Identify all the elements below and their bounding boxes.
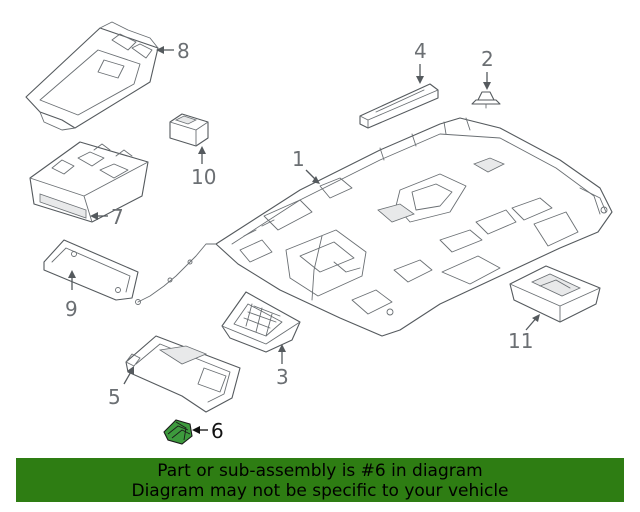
leader-10	[198, 146, 206, 164]
callout-11[interactable]: 11	[508, 329, 533, 353]
leader-5	[123, 366, 134, 385]
leader-7	[90, 212, 108, 220]
leader-4	[416, 64, 424, 84]
part-7-console-assembly[interactable]	[29, 141, 149, 223]
callout-5[interactable]: 5	[108, 385, 121, 409]
callout-4[interactable]: 4	[414, 39, 427, 63]
callout-2[interactable]: 2	[481, 47, 494, 71]
part-8-console-frame[interactable]	[25, 21, 159, 131]
callout-10[interactable]: 10	[191, 165, 216, 189]
callout-7[interactable]: 7	[111, 205, 124, 229]
leader-6	[192, 426, 208, 434]
banner-line-1: Part or sub-assembly is #6 in diagram	[157, 461, 483, 481]
leader-9	[68, 270, 76, 290]
part-9-cover-panel[interactable]	[43, 239, 139, 301]
part-11-dome-lamp[interactable]	[509, 265, 601, 323]
leader-1	[305, 169, 320, 184]
leader-11	[525, 314, 540, 331]
part-6-visor-clip[interactable]	[163, 419, 193, 445]
info-banner: Part or sub-assembly is #6 in diagram Di…	[16, 458, 624, 502]
part-1-headliner[interactable]	[135, 117, 613, 337]
part-5-sun-visor[interactable]	[125, 335, 241, 413]
callout-8[interactable]: 8	[177, 39, 190, 63]
part-2-clip[interactable]	[471, 91, 501, 109]
part-3-storage-bin[interactable]	[221, 291, 301, 353]
banner-line-2: Diagram may not be specific to your vehi…	[131, 481, 509, 501]
part-4-grab-handle[interactable]	[359, 83, 439, 129]
part-10-connector[interactable]	[169, 113, 209, 147]
callout-3[interactable]: 3	[276, 365, 289, 389]
leader-3	[278, 344, 286, 364]
callout-6[interactable]: 6	[211, 419, 224, 443]
callout-9[interactable]: 9	[65, 297, 78, 321]
leader-8	[156, 46, 174, 54]
leader-2	[483, 72, 491, 90]
callout-1[interactable]: 1	[292, 147, 305, 171]
